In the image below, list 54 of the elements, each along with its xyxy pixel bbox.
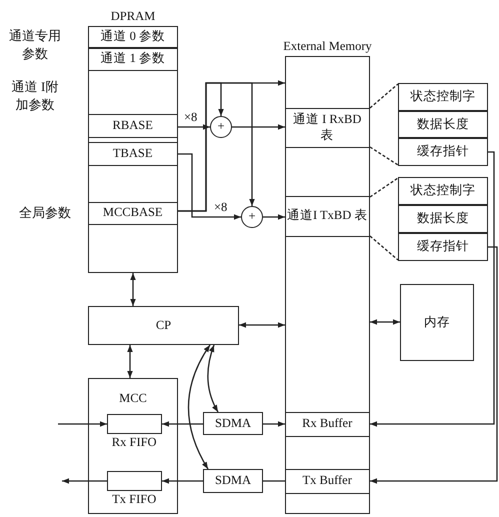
process-box: 缓存指针: [398, 138, 488, 166]
process-box: RBASE: [88, 114, 178, 138]
double-arrow: [188, 344, 211, 470]
double-arrow: [127, 345, 133, 378]
arrow: [58, 421, 107, 427]
node-title: Rx FIFO: [110, 434, 158, 450]
process-box: Rx Buffer: [284, 412, 370, 437]
arrow: [178, 124, 210, 130]
process-box: 数据长度: [398, 111, 488, 138]
node-title: DPRAM: [110, 9, 156, 25]
process-box: 通道 1 参数: [88, 48, 178, 71]
process-box: Tx Buffer: [284, 468, 370, 494]
process-box: TBASE: [88, 142, 178, 166]
dashed-line: [370, 177, 398, 198]
arrow: [178, 153, 241, 220]
process-box: CP: [88, 306, 239, 345]
side-label: 通道 I附加参数: [10, 78, 60, 114]
arrow: [263, 214, 285, 220]
arrow: [162, 421, 203, 427]
node-title: Tx FIFO: [111, 492, 158, 508]
double-arrow: [207, 344, 219, 412]
connector-line: [263, 480, 285, 482]
dashed-line: [370, 146, 398, 166]
edge-label: ×8: [183, 111, 198, 124]
node-title: External Memory: [282, 39, 373, 55]
double-arrow: [239, 322, 285, 328]
process-box: SDMA: [203, 469, 263, 493]
node-title: MCC: [118, 391, 148, 407]
process-box: SDMA: [203, 412, 263, 435]
double-arrow: [370, 319, 400, 325]
controller-box: [88, 378, 178, 514]
process-box: 数据长度: [398, 205, 488, 233]
side-label: 全局参数: [18, 204, 72, 222]
arrow: [162, 478, 203, 484]
process-box: 通道 I RxBD 表: [284, 108, 370, 148]
adder-circle: +: [241, 206, 263, 228]
side-label: 通道专用参数: [8, 27, 62, 62]
arrow: [263, 421, 285, 427]
process-box: 状态控制字: [398, 83, 488, 111]
arrow: [232, 124, 285, 130]
arrow: [178, 82, 255, 212]
edge-label: ×8: [213, 201, 228, 214]
process-box: 状态控制字: [398, 177, 488, 205]
dashed-line: [370, 84, 398, 108]
process-box: MCCBASE: [88, 202, 178, 225]
process-box: 内存: [400, 284, 474, 361]
process-box: 缓存指针: [398, 233, 488, 261]
adder-circle: +: [210, 116, 232, 138]
double-arrow: [130, 273, 136, 306]
arrow: [370, 246, 498, 484]
arrow: [370, 151, 495, 427]
dashed-line: [370, 236, 398, 260]
arrow: [62, 478, 107, 484]
process-box: 通道I TxBD 表: [284, 196, 370, 237]
